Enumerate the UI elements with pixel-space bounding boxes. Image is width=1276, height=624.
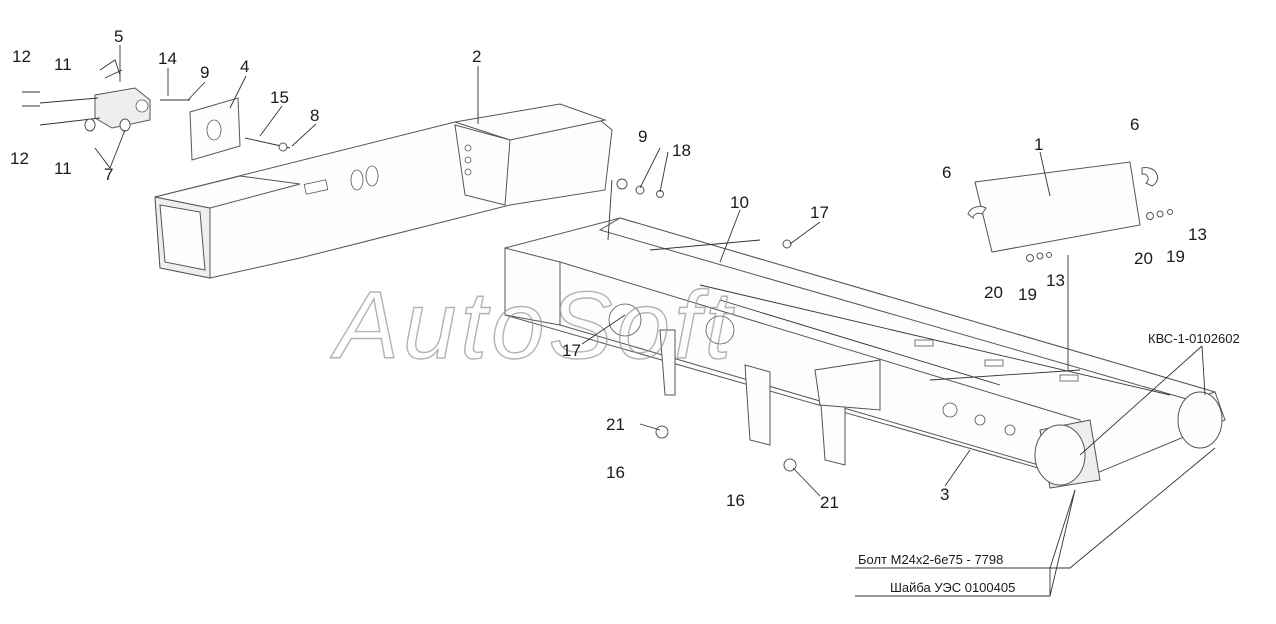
callout-19: 19 xyxy=(1018,285,1037,304)
callout-12: 12 xyxy=(12,47,31,66)
callout-15: 15 xyxy=(270,88,289,107)
callout-17: 17 xyxy=(562,341,581,360)
callout-6: 6 xyxy=(1130,115,1139,134)
callout-9: 9 xyxy=(638,127,647,146)
callout-14: 14 xyxy=(158,49,177,68)
leader-lines xyxy=(94,45,1216,597)
callout-17: 17 xyxy=(810,203,829,222)
callout-labels: 12 11 5 14 9 4 2 15 8 12 11 7 9 18 10 17… xyxy=(10,27,1207,512)
callout-12: 12 xyxy=(10,149,29,168)
main-frame-part xyxy=(504,217,1226,489)
callout-2: 2 xyxy=(472,47,481,66)
callout-8: 8 xyxy=(310,106,319,125)
callout-5: 5 xyxy=(114,27,123,46)
callout-1: 1 xyxy=(1034,135,1043,154)
callout-13: 13 xyxy=(1188,225,1207,244)
callout-16: 16 xyxy=(606,463,625,482)
callout-11: 11 xyxy=(54,159,72,178)
callout-9: 9 xyxy=(200,63,209,82)
cover-plate-part xyxy=(967,161,1173,370)
tow-hitch-assembly xyxy=(22,59,291,161)
annotation-kvs: КВС-1-0102602 xyxy=(1148,331,1240,346)
callout-3: 3 xyxy=(940,485,949,504)
callout-13: 13 xyxy=(1046,271,1065,290)
text-annotations: КВС-1-0102602 Болт М24х2-6е75 - 7798 Шай… xyxy=(858,331,1240,595)
annotation-bolt: Болт М24х2-6е75 - 7798 xyxy=(858,552,1003,567)
watermark-text: AutoSoft xyxy=(330,272,735,379)
callout-21: 21 xyxy=(606,415,625,434)
callout-7: 7 xyxy=(104,165,113,184)
callout-19: 19 xyxy=(1166,247,1185,266)
callout-16: 16 xyxy=(726,491,745,510)
callout-11: 11 xyxy=(54,55,72,74)
front-beam-part xyxy=(154,103,613,279)
callout-20: 20 xyxy=(984,283,1003,302)
callout-10: 10 xyxy=(730,193,749,212)
callout-6: 6 xyxy=(942,163,951,182)
callout-18: 18 xyxy=(672,141,691,160)
callout-21: 21 xyxy=(820,493,839,512)
callout-20: 20 xyxy=(1134,249,1153,268)
annotation-washer: Шайба УЭС 0100405 xyxy=(890,580,1015,595)
callout-4: 4 xyxy=(240,57,249,76)
